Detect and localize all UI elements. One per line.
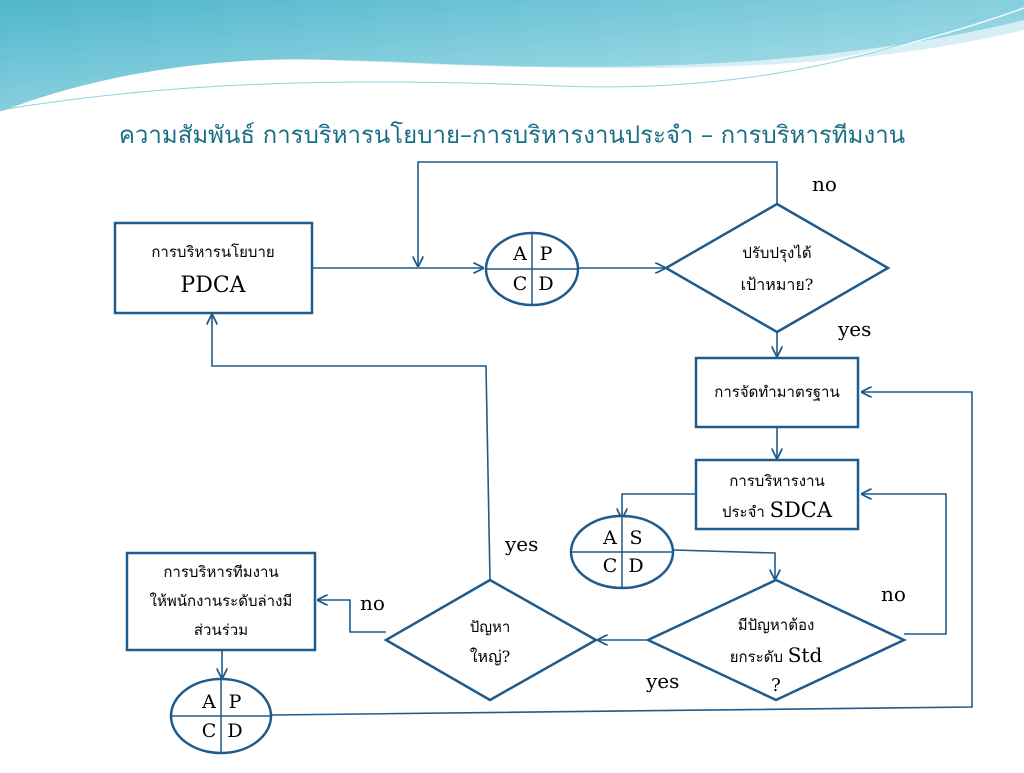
cycle-middle-d: D	[628, 555, 643, 577]
cycle-top-c: C	[513, 273, 528, 295]
cycle-middle-a: A	[602, 527, 617, 549]
cycle-top-a: A	[512, 243, 527, 265]
label-no-std: no	[881, 582, 906, 606]
team-management-box: การบริหารทีมงาน ให้พนักงานระดับล่างมี ส่…	[125, 551, 317, 652]
policy-box-line1: การบริหารนโยบาย	[151, 243, 274, 261]
decision-std-line2: ยกระดับ Std	[730, 643, 823, 667]
decision-target-improved: ปรับปรุงได้ เป้าหมาย?	[663, 202, 891, 334]
routine-box-line1: การบริหารงาน	[729, 472, 825, 490]
standard-box: การจัดทำมาตรฐาน	[694, 356, 860, 429]
cycle-circle-bottom: A P C D	[169, 677, 273, 755]
cycle-bottom-p: P	[229, 691, 242, 713]
decision-std-line1: มีปัญหาต้อง	[738, 616, 815, 634]
cycle-bottom-a: A	[201, 691, 216, 713]
header-wave-decoration	[0, 0, 1024, 113]
routine-box-line2-latin: SDCA	[770, 498, 833, 522]
decision-std-line3: ?	[771, 675, 781, 696]
label-no-top: no	[812, 172, 837, 196]
cycle-bottom-c: C	[202, 720, 217, 742]
team-box-line2: ให้พนักงานระดับล่างมี	[150, 592, 293, 610]
routine-box-line2-thai: ประจำ	[722, 503, 770, 521]
label-yes-std: yes	[645, 669, 679, 693]
cycle-top-p: P	[540, 243, 553, 265]
team-box-line3: ส่วนร่วม	[194, 621, 248, 639]
cycle-circle-middle: A S C D	[569, 514, 675, 590]
policy-box-line2: PDCA	[180, 273, 246, 298]
routine-sdca-box: การบริหารงาน ประจำ SDCA	[694, 458, 860, 531]
connector-lines	[212, 161, 973, 716]
decision-target-line2: เป้าหมาย?	[741, 275, 814, 294]
decision-big-problem: ปัญหา ใหญ่?	[383, 578, 599, 702]
label-yes-target: yes	[837, 317, 871, 341]
decision-big-line1: ปัญหา	[470, 618, 511, 636]
decision-target-line1: ปรับปรุงได้	[742, 244, 811, 263]
routine-box-line2: ประจำ SDCA	[722, 498, 833, 522]
cycle-middle-c: C	[603, 555, 618, 577]
slide-title: ความสัมพันธ์ การบริหารนโยบาย–การบริหารงา…	[119, 121, 905, 149]
cycle-middle-s: S	[629, 527, 642, 549]
policy-pdca-box: การบริหารนโยบาย PDCA	[113, 221, 314, 315]
standard-box-label: การจัดทำมาตรฐาน	[714, 383, 839, 401]
decision-big-line2: ใหญ่?	[470, 647, 511, 666]
cycle-circle-top: A P C D	[484, 231, 580, 307]
label-no-big: no	[360, 591, 385, 615]
decision-std-line2-latin: Std	[788, 643, 823, 667]
decision-raise-standard: มีปัญหาต้อง ยกระดับ Std ?	[645, 578, 907, 702]
cycle-bottom-d: D	[227, 720, 242, 742]
cycle-top-d: D	[538, 273, 553, 295]
label-yes-big: yes	[504, 532, 538, 556]
decision-std-line2-thai: ยกระดับ	[730, 648, 788, 666]
team-box-line1: การบริหารทีมงาน	[163, 563, 278, 581]
